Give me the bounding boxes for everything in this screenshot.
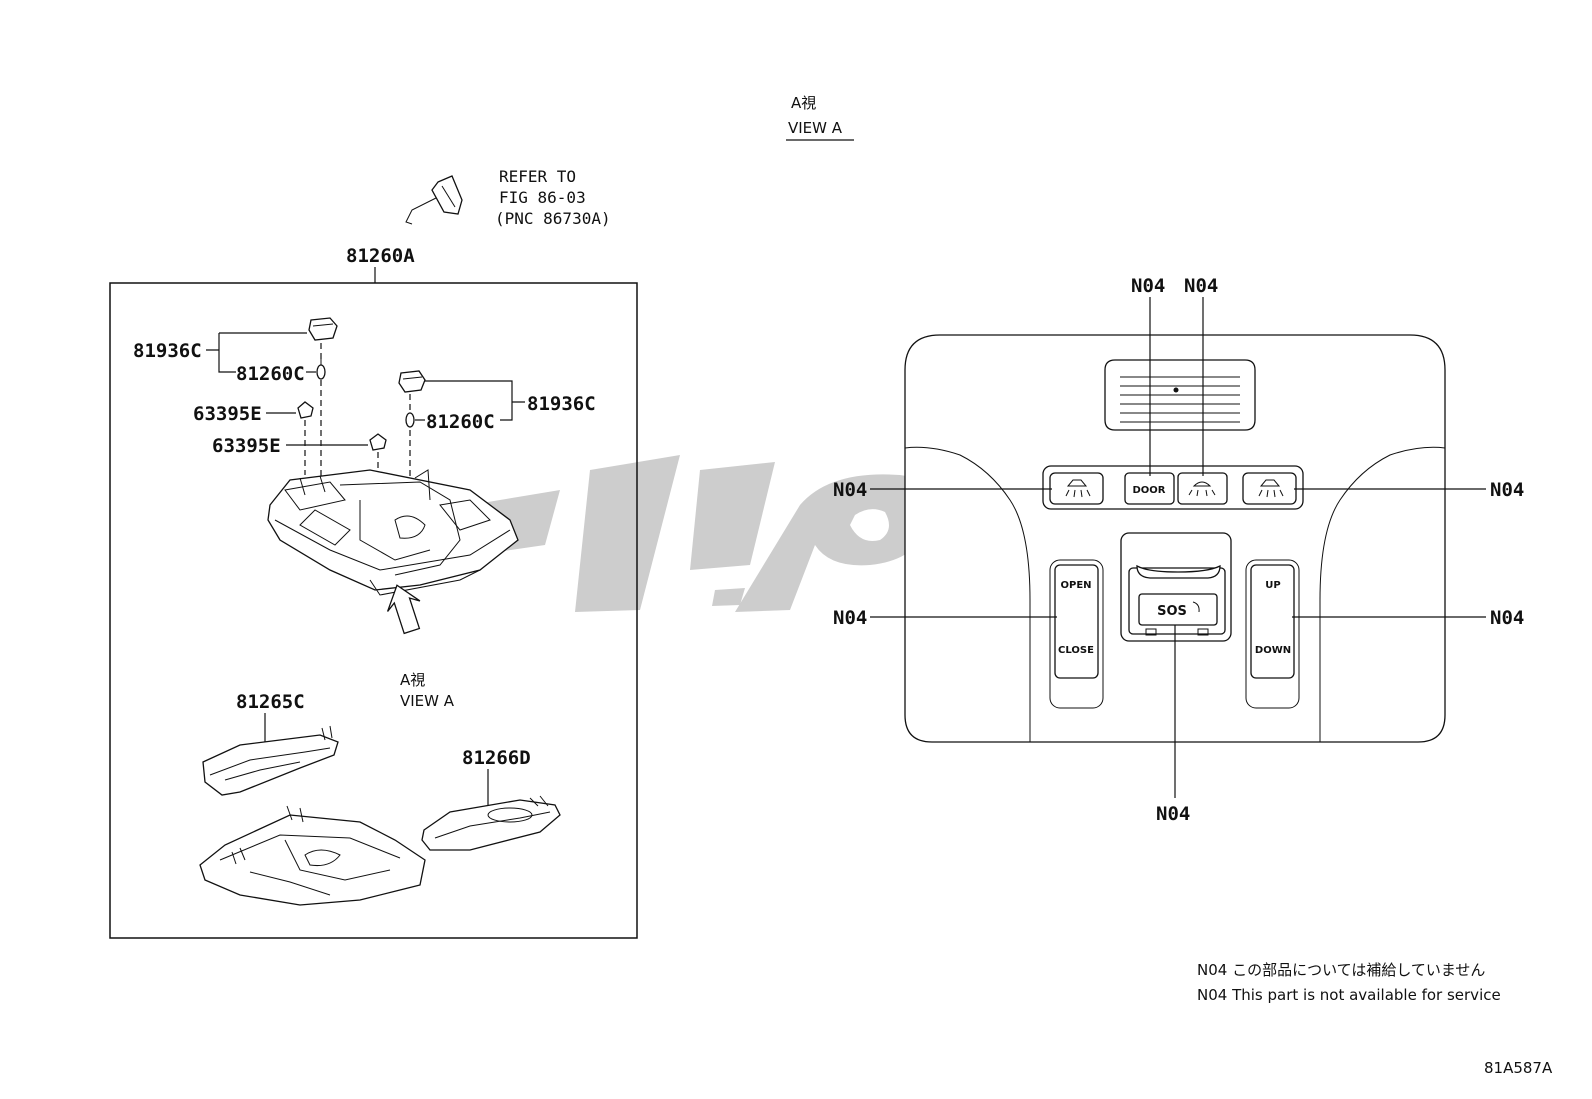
part-label-81265c: 81265C	[236, 691, 305, 713]
view-a-arrow-line2: VIEW A	[400, 692, 455, 710]
open-close-switch[interactable]: OPEN CLOSE	[1049, 559, 1104, 709]
sos-label: SOS	[1157, 604, 1187, 619]
map-lamp-left-button[interactable]	[1049, 472, 1104, 505]
socket-81936c-left	[308, 317, 338, 341]
vent-grille	[1104, 359, 1256, 431]
sos-button[interactable]: SOS	[1138, 593, 1218, 626]
refer-note-line2: FIG 86-03	[499, 188, 586, 207]
base-plate	[199, 805, 426, 906]
part-label-63395e-upper: 63395E	[193, 403, 262, 425]
map-lamp-housing	[267, 469, 519, 596]
part-label-81260c-right: 81260C	[426, 411, 495, 433]
down-label: DOWN	[1255, 645, 1291, 656]
door-button-label: DOOR	[1132, 485, 1165, 496]
refer-note-line3: (PNC 86730A)	[495, 209, 611, 228]
up-label: UP	[1265, 580, 1280, 591]
note-jp: N04 この部品については補給していません	[1197, 961, 1485, 979]
close-label: CLOSE	[1058, 645, 1094, 656]
part-label-81936c-right: 81936C	[527, 393, 596, 415]
lens-81265c	[202, 725, 339, 796]
lens-81266d	[421, 795, 561, 851]
bracket-81936c-right	[425, 380, 525, 421]
bracket-81936c-left	[206, 332, 307, 373]
callout-n04-left-upper: N04	[833, 479, 867, 501]
part-label-81936c-left: 81936C	[133, 340, 202, 362]
socket-81936c-right	[398, 370, 426, 393]
clip-63395e-upper	[297, 401, 314, 419]
sos-module: SOS	[1120, 532, 1232, 642]
part-label-81266d: 81266D	[462, 747, 531, 769]
part-label-81260c-left: 81260C	[236, 363, 305, 385]
callout-n04-right-upper: N04	[1490, 479, 1524, 501]
part-label-63395e-lower: 63395E	[212, 435, 281, 457]
assembly-label: 81260A	[346, 245, 415, 267]
view-a-header-line2: VIEW A	[788, 119, 843, 137]
bulb-81260c-right	[405, 412, 415, 428]
view-a-header-line1: A視	[791, 94, 816, 112]
door-button[interactable]: DOOR	[1124, 472, 1175, 505]
callout-n04-right-lower: N04	[1490, 607, 1524, 629]
up-down-switch[interactable]: UP DOWN	[1245, 559, 1300, 709]
view-a-arrow	[386, 584, 421, 635]
callout-n04-top-door: N04	[1131, 275, 1165, 297]
map-lamp-right-button[interactable]	[1242, 472, 1297, 505]
callout-n04-left-lower: N04	[833, 607, 867, 629]
callout-n04-top-center: N04	[1184, 275, 1218, 297]
view-a-arrow-line1: A視	[400, 671, 425, 689]
figure-code: 81A587A	[1484, 1059, 1553, 1077]
clip-63395e-lower	[369, 433, 387, 451]
callout-n04-bottom: N04	[1156, 803, 1190, 825]
refer-clip-illustration	[405, 175, 463, 225]
open-label: OPEN	[1060, 580, 1091, 591]
note-en: N04 This part is not available for servi…	[1197, 986, 1501, 1004]
refer-note-line1: REFER TO	[499, 167, 576, 186]
bulb-81260c-left	[316, 359, 326, 380]
assembly-frame	[109, 282, 638, 939]
room-lamp-button[interactable]	[1177, 472, 1228, 505]
